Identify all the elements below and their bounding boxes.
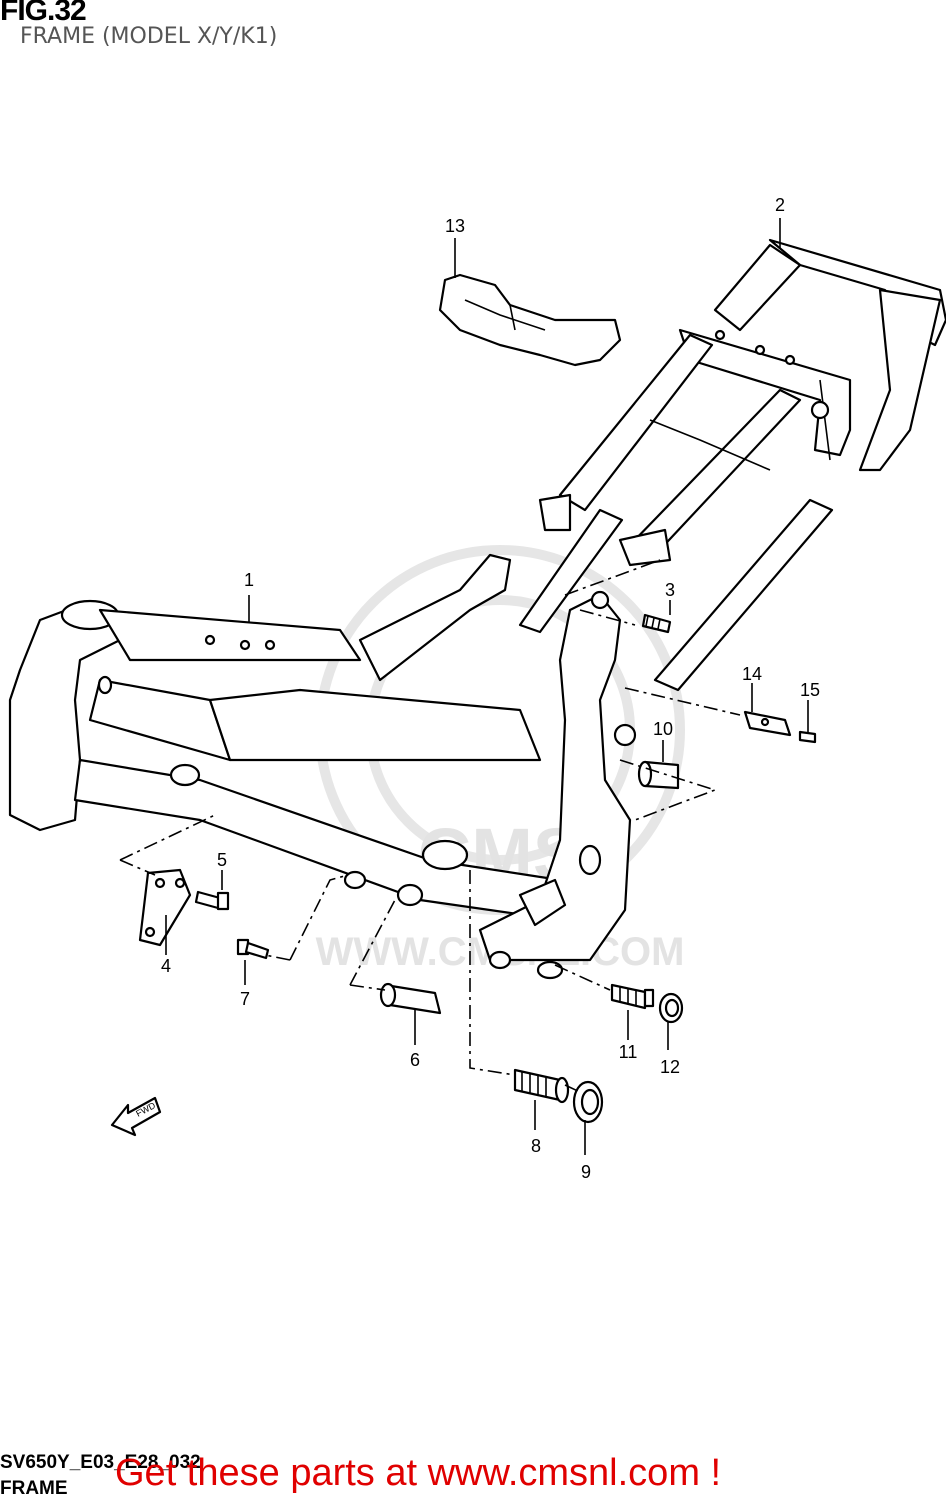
callout-8: 8 bbox=[531, 1136, 541, 1156]
adjuster-8 bbox=[513, 1068, 570, 1104]
callout-15: 15 bbox=[800, 680, 820, 700]
callout-13: 13 bbox=[445, 216, 465, 236]
callout-14: 14 bbox=[742, 664, 762, 684]
leader-lines bbox=[119, 218, 809, 1155]
callout-6: 6 bbox=[410, 1050, 420, 1070]
rear-subframe bbox=[518, 238, 946, 692]
callout-1: 1 bbox=[244, 570, 254, 590]
callout-12: 12 bbox=[660, 1057, 680, 1077]
callout-numbers: 1 2 3 4 5 6 7 8 9 10 11 12 13 14 15 bbox=[161, 195, 820, 1182]
plate-4 bbox=[138, 868, 192, 947]
spacer-10 bbox=[637, 760, 680, 790]
bolt-7 bbox=[236, 938, 270, 960]
locknut-9 bbox=[572, 1080, 604, 1124]
model-code: SV650Y_E03_E28_032 bbox=[0, 1452, 201, 1473]
spacer-6 bbox=[379, 982, 442, 1015]
figure-subtitle: FRAME (MODEL X/Y/K1) bbox=[20, 24, 278, 49]
callout-3: 3 bbox=[665, 580, 675, 600]
callout-2: 2 bbox=[775, 195, 785, 215]
callout-11: 11 bbox=[619, 1042, 638, 1062]
callout-10: 10 bbox=[653, 719, 673, 739]
callout-7: 7 bbox=[240, 989, 250, 1009]
bracket-14 bbox=[743, 710, 792, 737]
locknut-12 bbox=[658, 992, 684, 1024]
callout-4: 4 bbox=[161, 956, 171, 976]
adjuster-11 bbox=[610, 983, 655, 1010]
cta-link[interactable]: Get these parts at www.cmsnl.com ! bbox=[115, 1452, 722, 1494]
figure-label: FIG.32 bbox=[0, 0, 87, 27]
callout-9: 9 bbox=[581, 1162, 591, 1182]
callout-5: 5 bbox=[217, 850, 227, 870]
bolt-5 bbox=[194, 890, 230, 911]
frame-cover bbox=[438, 273, 622, 367]
forward-arrow-icon: FWD bbox=[110, 1096, 162, 1137]
bolt-15 bbox=[798, 730, 817, 744]
section-name: FRAME bbox=[0, 1478, 68, 1499]
main-frame bbox=[8, 553, 637, 980]
bolt-3 bbox=[641, 613, 672, 634]
